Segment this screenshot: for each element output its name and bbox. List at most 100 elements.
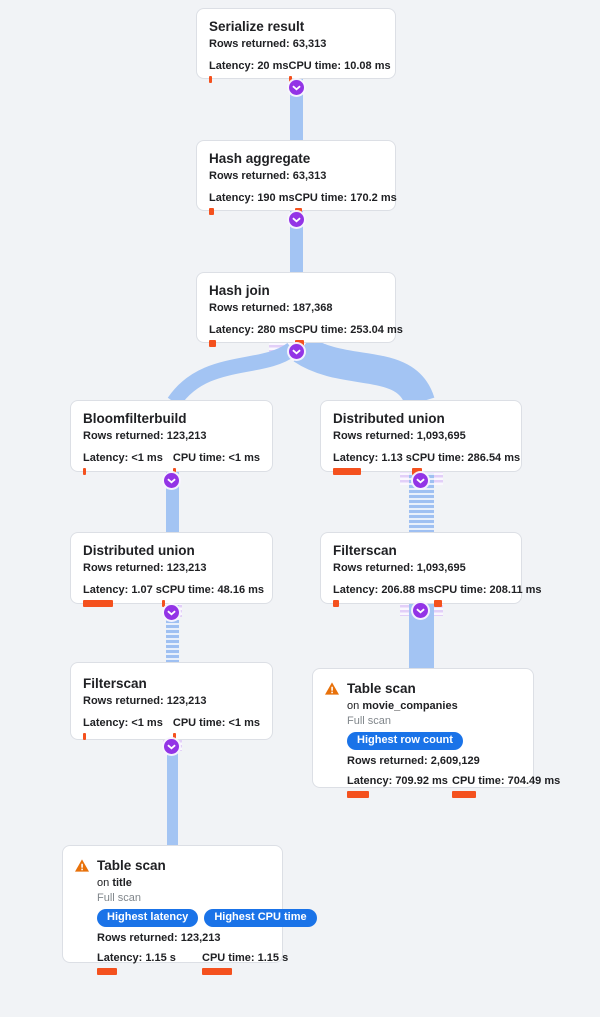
collapse-node-button[interactable] [164,739,179,754]
table-name: on title [97,877,132,889]
node-title: Hash join [209,283,270,298]
chevron-down-icon [167,610,176,616]
collapse-node-button[interactable] [164,605,179,620]
metrics-row: Latency: 1.07 s CPU time: 48.16 ms [83,584,264,607]
collapse-node-button[interactable] [164,473,179,488]
latency-metric: Latency: 280 ms [209,324,295,347]
metrics-row: Latency: 20 ms CPU time: 10.08 ms [209,60,391,83]
node-table-scan-title[interactable]: Table scan on title Full scan Highest la… [62,845,317,975]
latency-metric: Latency: 1.07 s [83,584,162,607]
collapse-node-button[interactable] [413,473,428,488]
node-title: Bloomfilterbuild [83,411,187,426]
latency-metric: Latency: 1.13 s [333,452,412,475]
node-hash-join[interactable]: Hash join Rows returned: 187,368 Latency… [196,272,403,347]
edge-hashjoin-distunion-right [293,336,435,408]
chevron-down-icon [416,478,425,484]
rows-returned: Rows returned: 123,213 [83,695,207,707]
badge-highest-latency: Highest latency [97,909,199,927]
cpu-bar [294,340,304,347]
rows-returned: Rows returned: 1,093,695 [333,430,466,442]
metrics-row: Latency: <1 ms CPU time: <1 ms [83,452,260,475]
edge-hashjoin-bloomfilter [167,342,297,407]
cpu-bar [294,208,302,215]
node-bloomfilterbuild[interactable]: Bloomfilterbuild Rows returned: 123,213 … [70,400,273,475]
cpu-bar [161,600,165,607]
latency-metric: Latency: 1.15 s [97,952,202,975]
latency-metric: Latency: 206.88 ms [333,584,434,607]
collapse-node-button[interactable] [289,344,304,359]
metrics-row: Latency: 1.15 s CPU time: 1.15 s [97,952,317,975]
cpu-bar [172,733,176,740]
node-distributed-union-left[interactable]: Distributed union Rows returned: 123,213… [70,532,273,607]
node-title: Distributed union [333,411,445,426]
latency-bar [347,791,369,798]
node-title: Filterscan [333,543,397,558]
latency-bar [209,76,212,83]
cpu-bar [452,791,476,798]
latency-bar [97,968,117,975]
latency-bar [83,733,86,740]
latency-metric: Latency: 20 ms [209,60,289,83]
cpu-metric: CPU time: <1 ms [172,452,260,475]
cpu-bar [202,968,232,975]
rows-returned: Rows returned: 2,609,129 [347,755,480,767]
node-title: Filterscan [83,676,147,691]
node-title: Serialize result [209,19,305,34]
latency-bar [83,468,86,475]
rows-returned: Rows returned: 123,213 [83,562,207,574]
node-distributed-union-right[interactable]: Distributed union Rows returned: 1,093,6… [320,400,522,475]
metrics-row: Latency: 206.88 ms CPU time: 208.11 ms [333,584,542,607]
table-name: on movie_companies [347,700,458,712]
cpu-metric: CPU time: 48.16 ms [161,584,264,607]
cpu-bar [433,600,442,607]
metrics-row: Latency: 1.13 s CPU time: 286.54 ms [333,452,520,475]
collapse-node-button[interactable] [289,212,304,227]
rows-returned: Rows returned: 63,313 [209,170,327,182]
cpu-metric: CPU time: 10.08 ms [288,60,391,83]
cpu-metric: CPU time: 286.54 ms [411,452,520,475]
cpu-metric: CPU time: 253.04 ms [294,324,403,347]
rows-returned: Rows returned: 187,368 [209,302,333,314]
badge-highest-row-count: Highest row count [347,732,463,750]
badge-highest-cpu-time: Highest CPU time [204,909,317,927]
latency-bar [209,340,216,347]
cpu-bar [288,76,292,83]
metrics-row: Latency: 190 ms CPU time: 170.2 ms [209,192,397,215]
chevron-down-icon [292,217,301,223]
rows-returned: Rows returned: 1,093,695 [333,562,466,574]
edge-filterscan-tablescan-left [167,740,178,846]
node-filterscan-left[interactable]: Filterscan Rows returned: 123,213 Latenc… [70,662,273,740]
cpu-metric: CPU time: 704.49 ms [452,775,560,798]
chevron-down-icon [167,744,176,750]
chevron-down-icon [416,608,425,614]
node-serialize-result[interactable]: Serialize result Rows returned: 63,313 L… [196,8,396,83]
node-title: Table scan [347,681,416,696]
collapse-node-button[interactable] [289,80,304,95]
collapse-node-button[interactable] [413,603,428,618]
latency-bar [209,208,214,215]
rows-returned: Rows returned: 63,313 [209,38,327,50]
node-hash-aggregate[interactable]: Hash aggregate Rows returned: 63,313 Lat… [196,140,397,215]
latency-metric: Latency: 709.92 ms [347,775,452,798]
latency-metric: Latency: <1 ms [83,452,173,475]
warning-icon [325,682,339,695]
rows-returned: Rows returned: 123,213 [83,430,207,442]
cpu-metric: CPU time: 1.15 s [202,952,288,975]
node-table-scan-movie-companies[interactable]: Table scan on movie_companies Full scan … [312,668,560,798]
scan-type: Full scan [97,892,142,904]
cpu-bar [172,468,176,475]
chevron-down-icon [292,85,301,91]
chevron-down-icon [292,349,301,355]
chevron-down-icon [167,478,176,484]
latency-metric: Latency: 190 ms [209,192,295,215]
node-title: Distributed union [83,543,195,558]
latency-bar [333,600,339,607]
metrics-row: Latency: 280 ms CPU time: 253.04 ms [209,324,403,347]
node-title: Hash aggregate [209,151,311,166]
node-filterscan-right[interactable]: Filterscan Rows returned: 1,093,695 Late… [320,532,542,607]
cpu-metric: CPU time: 208.11 ms [433,584,542,607]
node-title: Table scan [97,858,166,873]
cpu-bar [411,468,422,475]
metrics-row: Latency: 709.92 ms CPU time: 704.49 ms [347,775,560,798]
